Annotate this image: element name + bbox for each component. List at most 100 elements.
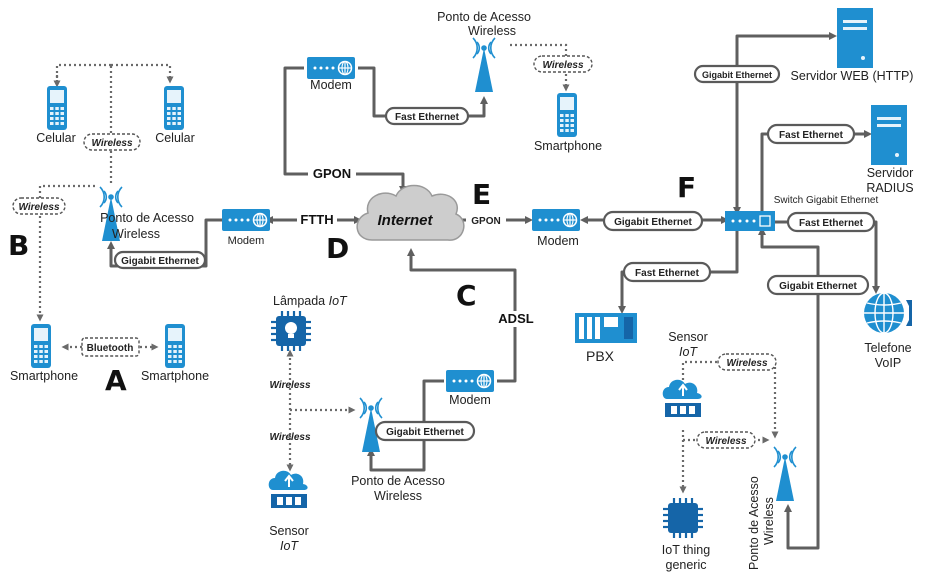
pill-fast-voip: Fast Ethernet: [786, 211, 876, 233]
modem-top-icon: [306, 56, 356, 80]
internet-cloud-icon: [356, 184, 465, 241]
label-sensor-bottom-iot: IoT: [280, 539, 299, 553]
letter-d: D: [326, 232, 349, 265]
pill-gigabit-left: Gigabit Ethernet: [113, 250, 207, 270]
svg-text:Wireless: Wireless: [91, 138, 132, 149]
svg-text:GPON: GPON: [313, 166, 351, 181]
label-voip-1: Telefone: [864, 341, 911, 355]
pill-fast-top: Fast Ethernet: [384, 106, 470, 126]
smartphone-br-icon: [165, 324, 185, 368]
pill-bluetooth: Bluetooth: [81, 337, 140, 357]
label-smartphone-top: Smartphone: [534, 139, 602, 153]
svg-text:Gigabit Ethernet: Gigabit Ethernet: [702, 70, 772, 80]
pill-wireless-celular: Wireless: [83, 133, 141, 151]
label-pbx: PBX: [586, 348, 615, 364]
label-radius-2: RADIUS: [866, 181, 913, 195]
letter-c: C: [456, 279, 477, 312]
label-ap-top-2: Wireless: [468, 24, 516, 38]
pill-wireless-sensor-top: Wireless: [717, 353, 777, 371]
label-ap-left-2: Wireless: [112, 227, 160, 241]
svg-text:Bluetooth: Bluetooth: [87, 343, 134, 354]
pill-gigabit-web: Gigabit Ethernet: [693, 64, 781, 84]
pill-gigabit-ap-right: Gigabit Ethernet: [766, 274, 870, 296]
letter-f: F: [677, 171, 696, 204]
label-modem-right: Modem: [537, 234, 579, 248]
lightbulb-icon: [285, 322, 297, 338]
label-adsl: ADSL: [497, 311, 535, 327]
label-voip-2: VoIP: [875, 356, 901, 370]
letter-b: B: [8, 229, 29, 262]
svg-text:Wireless: Wireless: [542, 60, 583, 71]
pbx-icon: [575, 313, 637, 343]
smartphone-top-icon: [557, 93, 577, 137]
pill-gigabit-bottom: Gigabit Ethernet: [374, 420, 476, 442]
pill-wireless-b: Wireless: [12, 197, 66, 215]
svg-text:Fast Ethernet: Fast Ethernet: [395, 112, 460, 123]
pill-gigabit-right: Gigabit Ethernet: [602, 210, 704, 232]
svg-text:ADSL: ADSL: [498, 311, 533, 326]
label-modem-top: Modem: [310, 78, 352, 92]
pill-wireless-top: Wireless: [533, 55, 593, 73]
pill-fast-pbx: Fast Ethernet: [622, 261, 712, 283]
label-web-server: Servidor WEB (HTTP): [791, 69, 914, 83]
label-radius-1: Servidor: [867, 166, 914, 180]
modem-left-icon: [221, 208, 271, 232]
pill-fast-radius: Fast Ethernet: [766, 123, 856, 145]
label-ap-right-2: Wireless: [762, 497, 776, 545]
svg-text:Gigabit Ethernet: Gigabit Ethernet: [386, 427, 464, 438]
voip-phone-icon: [864, 292, 912, 334]
svg-text:Gigabit Ethernet: Gigabit Ethernet: [779, 281, 857, 292]
label-wireless-sensor: Wireless: [269, 432, 310, 443]
sensor-bottom-icon: [267, 469, 309, 509]
label-ftth: FTTH: [297, 212, 337, 228]
label-iot-generic-2: generic: [666, 558, 707, 572]
label-ap-bottom-2: Wireless: [374, 489, 422, 503]
smartphone-bl-icon: [31, 324, 51, 368]
label-wireless-lampada: Wireless: [269, 380, 310, 391]
svg-text:Fast Ethernet: Fast Ethernet: [635, 268, 700, 279]
letter-e: E: [472, 178, 491, 211]
svg-text:Fast Ethernet: Fast Ethernet: [779, 130, 844, 141]
label-gpon-right: GPON: [466, 213, 506, 228]
label-gpon-top: GPON: [308, 166, 356, 182]
label-sensor-bottom: Sensor: [269, 524, 309, 538]
label-smartphone-br: Smartphone: [141, 369, 209, 383]
label-switch: Switch Gigabit Ethernet: [774, 195, 879, 206]
svg-text:Wireless: Wireless: [18, 202, 59, 213]
label-sensor-right: Sensor: [668, 330, 708, 344]
label-modem-adsl: Modem: [449, 393, 491, 407]
radius-server-icon: [871, 105, 907, 165]
svg-text:Fast Ethernet: Fast Ethernet: [799, 218, 864, 229]
svg-text:Wireless: Wireless: [705, 436, 746, 447]
modem-right-icon: [531, 208, 581, 232]
sensor-right-icon: [661, 378, 703, 418]
modem-adsl-icon: [445, 369, 495, 393]
label-modem-left: Modem: [228, 235, 265, 247]
label-celular-right: Celular: [155, 131, 195, 145]
label-lampada: Lâmpada IoT: [273, 294, 348, 308]
switch-icon: [725, 211, 775, 231]
iot-generic-chip-icon: [661, 496, 705, 540]
label-ap-right-1: Ponto de Acesso: [747, 476, 761, 570]
label-ap-top-1: Ponto de Acesso: [437, 10, 531, 24]
access-point-right-icon: [773, 446, 797, 502]
label-iot-generic-1: IoT thing: [662, 543, 710, 557]
svg-text:FTTH: FTTH: [300, 212, 333, 227]
web-server-icon: [837, 8, 873, 68]
label-celular-left: Celular: [36, 131, 76, 145]
celular-left-icon: [47, 86, 67, 130]
svg-text:Gigabit Ethernet: Gigabit Ethernet: [121, 256, 199, 267]
letter-a: A: [105, 364, 127, 397]
access-point-top-icon: [472, 37, 496, 93]
label-smartphone-bl: Smartphone: [10, 369, 78, 383]
pill-wireless-sensor-bottom: Wireless: [696, 431, 756, 449]
label-sensor-right-iot: IoT: [679, 345, 698, 359]
celular-right-icon: [164, 86, 184, 130]
label-ap-left-1: Ponto de Acesso: [100, 211, 194, 225]
svg-text:Wireless: Wireless: [726, 358, 767, 369]
label-ap-bottom-1: Ponto de Acesso: [351, 474, 445, 488]
svg-text:Gigabit Ethernet: Gigabit Ethernet: [614, 217, 692, 228]
svg-text:GPON: GPON: [471, 216, 500, 227]
label-internet: Internet: [377, 212, 433, 229]
